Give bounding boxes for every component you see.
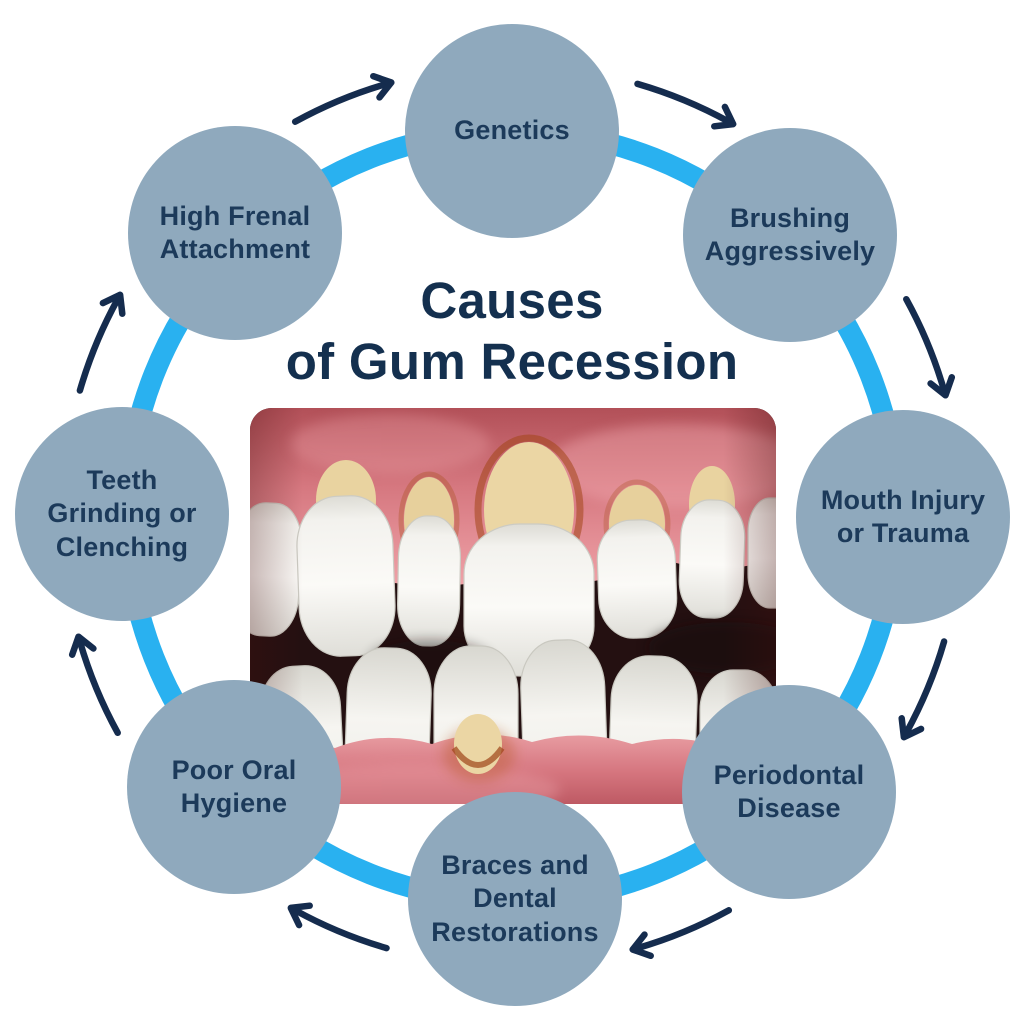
node-label: Braces and Dental Restorations	[431, 849, 599, 947]
node-label: Periodontal Disease	[713, 759, 865, 823]
arrow-periodontal-disease-to-braces	[629, 907, 733, 960]
node-label: Poor Oral Hygiene	[171, 754, 297, 818]
arrow-braces-to-poor-oral-hygiene	[287, 902, 390, 952]
node-label: Teeth Grinding or Clenching	[47, 464, 197, 562]
gum-recession-teeth-illustration	[250, 408, 776, 804]
arrow-teeth-grinding-to-high-frenal-attachment	[76, 291, 126, 394]
node-label: Brushing Aggressively	[704, 202, 876, 266]
node-label: Mouth Injury or Trauma	[820, 484, 986, 548]
node-genetics: Genetics	[405, 24, 619, 238]
node-teeth-grinding-or-clenching: Teeth Grinding or Clenching	[15, 407, 229, 621]
page-title: Causes of Gum Recession	[285, 272, 739, 390]
node-braces-and-dental-restorations: Braces and Dental Restorations	[408, 792, 622, 1006]
arrow-mouth-injury-to-periodontal-disease	[898, 638, 948, 741]
node-label: High Frenal Attachment	[159, 200, 311, 264]
node-periodontal-disease: Periodontal Disease	[682, 685, 896, 899]
node-poor-oral-hygiene: Poor Oral Hygiene	[127, 680, 341, 894]
node-mouth-injury-or-trauma: Mouth Injury or Trauma	[796, 410, 1010, 624]
teeth-illustration-svg	[250, 408, 776, 804]
arrow-genetics-to-brushing-aggressively	[634, 80, 737, 130]
node-high-frenal-attachment: High Frenal Attachment	[128, 126, 342, 340]
arrow-brushing-aggressively-to-mouth-injury	[903, 295, 956, 399]
arrow-poor-oral-hygiene-to-teeth-grinding	[68, 633, 121, 737]
node-brushing-aggressively: Brushing Aggressively	[683, 128, 897, 342]
node-label: Genetics	[454, 115, 570, 146]
arrow-high-frenal-attachment-to-genetics	[291, 72, 395, 125]
